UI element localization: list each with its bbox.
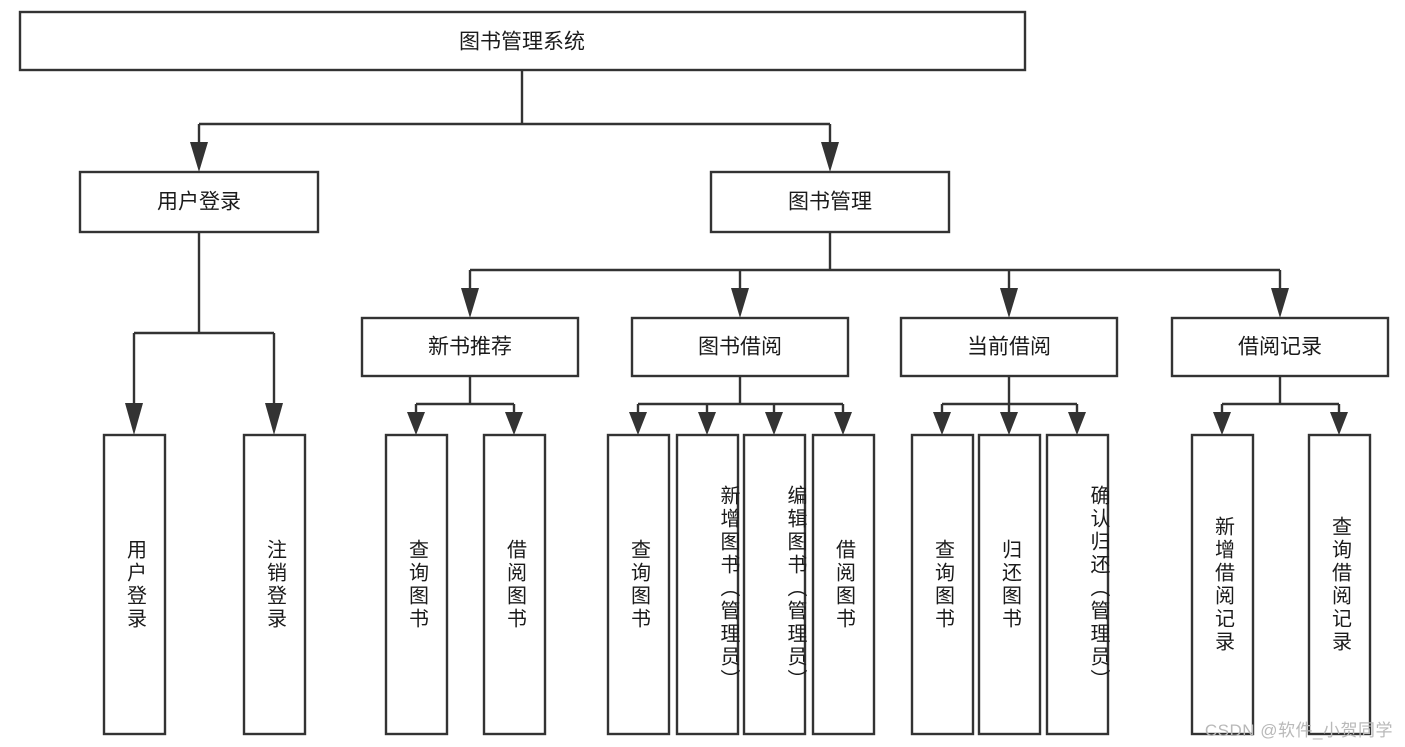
leaf-box-bb-query-book[interactable] xyxy=(606,433,671,736)
node-book-borrow-box[interactable] xyxy=(630,316,850,378)
node-current-borrow[interactable]: 当前借阅 xyxy=(899,316,1119,378)
node-current-borrow-box[interactable] xyxy=(899,316,1119,378)
arrowhead-cb-confirm xyxy=(1068,412,1086,435)
node-book-manage-label: 图书管理 xyxy=(788,191,872,214)
connector-group-borrow-record xyxy=(1213,376,1348,435)
leaf-box-cb-confirm-return[interactable] xyxy=(1045,433,1110,736)
leaf-box-bb-add-book[interactable] xyxy=(675,433,740,736)
leaf-box-nb-borrow-book[interactable] xyxy=(482,433,547,736)
node-borrow-record-box[interactable] xyxy=(1170,316,1390,378)
node-borrow-record[interactable]: 借阅记录 xyxy=(1170,316,1390,378)
arrowhead-user-login xyxy=(190,142,208,172)
arrowhead-nb-query xyxy=(407,412,425,435)
arrowhead-bb-query xyxy=(629,412,647,435)
arrowhead-leaf-user-login xyxy=(125,403,143,435)
watermark-text: CSDN @软件_小贺同学 xyxy=(1204,721,1393,740)
arrowhead-br-query xyxy=(1330,412,1348,435)
arrowhead-book-borrow xyxy=(731,288,749,318)
node-book-borrow-label: 图书借阅 xyxy=(698,336,782,359)
node-root[interactable]: 图书管理系统 xyxy=(18,10,1027,72)
arrowhead-new-book xyxy=(461,288,479,318)
arrowhead-cb-return xyxy=(1000,412,1018,435)
node-book-manage[interactable]: 图书管理 xyxy=(709,170,951,234)
leaf-box-cb-query-book[interactable] xyxy=(910,433,975,736)
arrowhead-bb-edit xyxy=(765,412,783,435)
leaf-box-bb-borrow-book[interactable] xyxy=(811,433,876,736)
connector-group-root xyxy=(190,70,839,172)
arrowhead-current-borrow xyxy=(1000,288,1018,318)
arrowhead-bb-add xyxy=(698,412,716,435)
node-user-login[interactable]: 用户登录 xyxy=(78,170,320,234)
leaf-box-br-add-record[interactable] xyxy=(1190,433,1255,736)
leaf-box-user-login[interactable] xyxy=(102,433,167,736)
node-book-manage-box[interactable] xyxy=(709,170,951,234)
node-root-label: 图书管理系统 xyxy=(459,31,585,54)
leaf-box-logout[interactable] xyxy=(242,433,307,736)
arrowhead-borrow-record xyxy=(1271,288,1289,318)
node-user-login-box[interactable] xyxy=(78,170,320,234)
connector-group-current-borrow xyxy=(933,376,1086,435)
node-new-book-recommend-box[interactable] xyxy=(360,316,580,378)
arrowhead-nb-borrow xyxy=(505,412,523,435)
arrowhead-br-add xyxy=(1213,412,1231,435)
arrowhead-book-manage xyxy=(821,142,839,172)
leaf-box-bb-edit-book[interactable] xyxy=(742,433,807,736)
connector-group-user-login xyxy=(125,232,283,435)
node-root-box[interactable] xyxy=(18,10,1027,72)
leaf-box-cb-return-book[interactable] xyxy=(977,433,1042,736)
leaf-box-br-query-record[interactable] xyxy=(1307,433,1372,736)
connector-group-new-book xyxy=(407,376,523,435)
node-new-book-recommend-label: 新书推荐 xyxy=(428,336,512,359)
arrowhead-bb-borrow xyxy=(834,412,852,435)
connector-group-book-borrow xyxy=(629,376,852,435)
leaf-box-nb-query-book[interactable] xyxy=(384,433,449,736)
node-new-book-recommend[interactable]: 新书推荐 xyxy=(360,316,580,378)
arrowhead-leaf-logout xyxy=(265,403,283,435)
connector-group-book-manage xyxy=(461,232,1289,318)
node-borrow-record-label: 借阅记录 xyxy=(1238,336,1322,359)
node-current-borrow-label: 当前借阅 xyxy=(967,336,1051,359)
node-user-login-label: 用户登录 xyxy=(157,191,241,214)
node-book-borrow[interactable]: 图书借阅 xyxy=(630,316,850,378)
arrowhead-cb-query xyxy=(933,412,951,435)
